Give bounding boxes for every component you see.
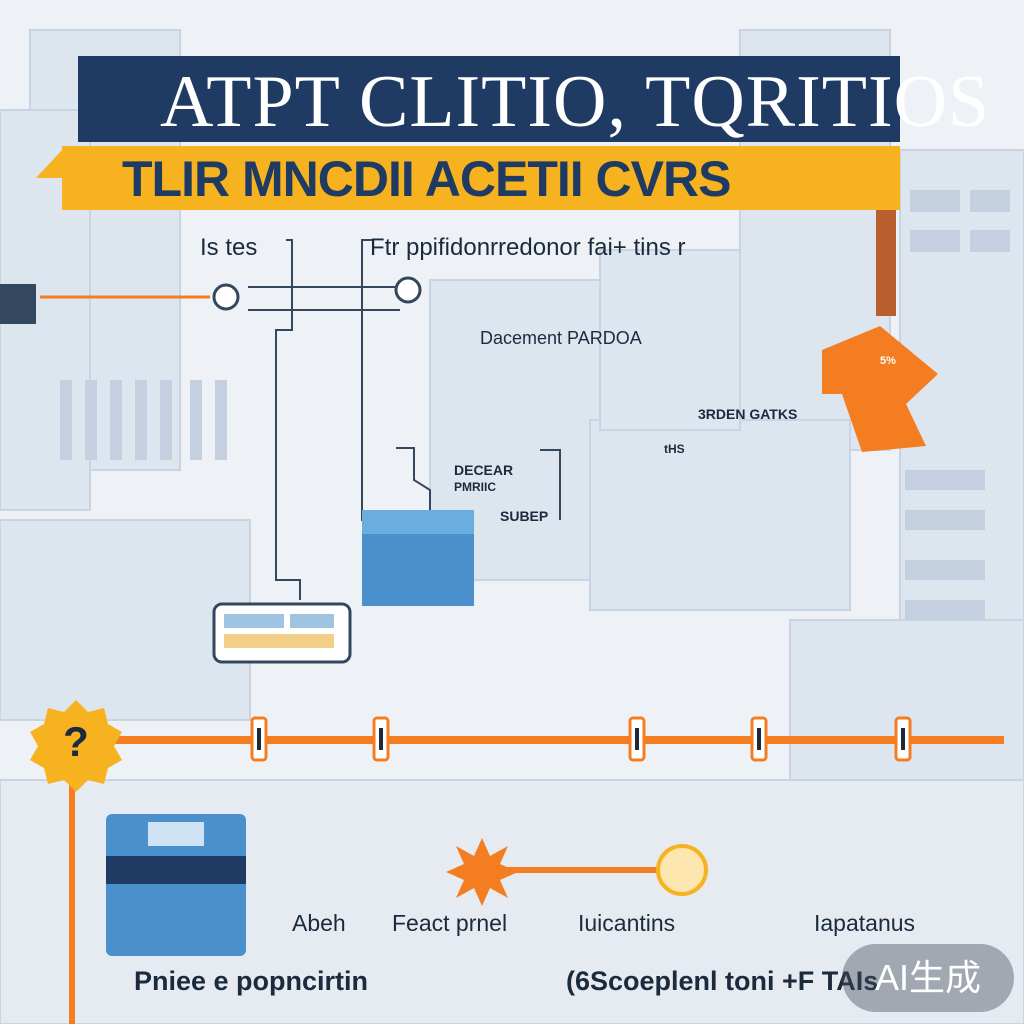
ai-watermark-text: AI生成 [874, 957, 981, 998]
question-badge [30, 700, 122, 792]
ribbon-label: 5% [880, 355, 896, 367]
bottom-label-4: Iapatanus [814, 910, 916, 936]
ribbon-badge [822, 326, 938, 452]
blue-device [362, 510, 474, 606]
control-panel [212, 602, 352, 664]
spark-right-icon [656, 844, 708, 896]
label-top-left: Is tes [200, 234, 258, 261]
label-subep: SUBEP [500, 508, 549, 524]
left-device [0, 284, 36, 324]
bottom-label-2: Feact prnel [392, 910, 508, 936]
ai-watermark-badge [842, 944, 1014, 1012]
label-top-center: Ftr ppifidonrredonor fai+ tins r [370, 234, 686, 261]
banner-subtitle: TLIR MNCDII ACETII CVRS [122, 151, 731, 207]
question-mark-icon: ? [63, 718, 89, 765]
title-banner [78, 56, 900, 142]
label-small-right: tHS [664, 442, 685, 456]
bottom-device [106, 814, 246, 956]
banner-arrow-tip [36, 150, 62, 178]
label-side-right: 3RDEN GATKS [698, 406, 798, 422]
label-pmr: PMRIIC [454, 480, 496, 494]
bottom-label-1: Abeh [292, 910, 346, 936]
label-document: Dacement PARDOA [480, 328, 642, 348]
subtitle-banner [62, 146, 900, 210]
pipe [876, 210, 896, 316]
timeline-marker-pins [257, 728, 905, 750]
footer-right-text: (6Scoeplenl toni +F TAIs [566, 966, 879, 996]
connector-nodes [212, 276, 422, 311]
footer-left-text: Pniee e popncirtin [134, 966, 369, 996]
background-windows [60, 190, 1010, 620]
label-decear: DECEAR [454, 462, 514, 478]
bottom-label-3: Iuicantins [578, 910, 676, 936]
banner-title: ATPT CLITIO, TQRITIOS [160, 61, 991, 143]
spark-left-icon [446, 838, 518, 906]
